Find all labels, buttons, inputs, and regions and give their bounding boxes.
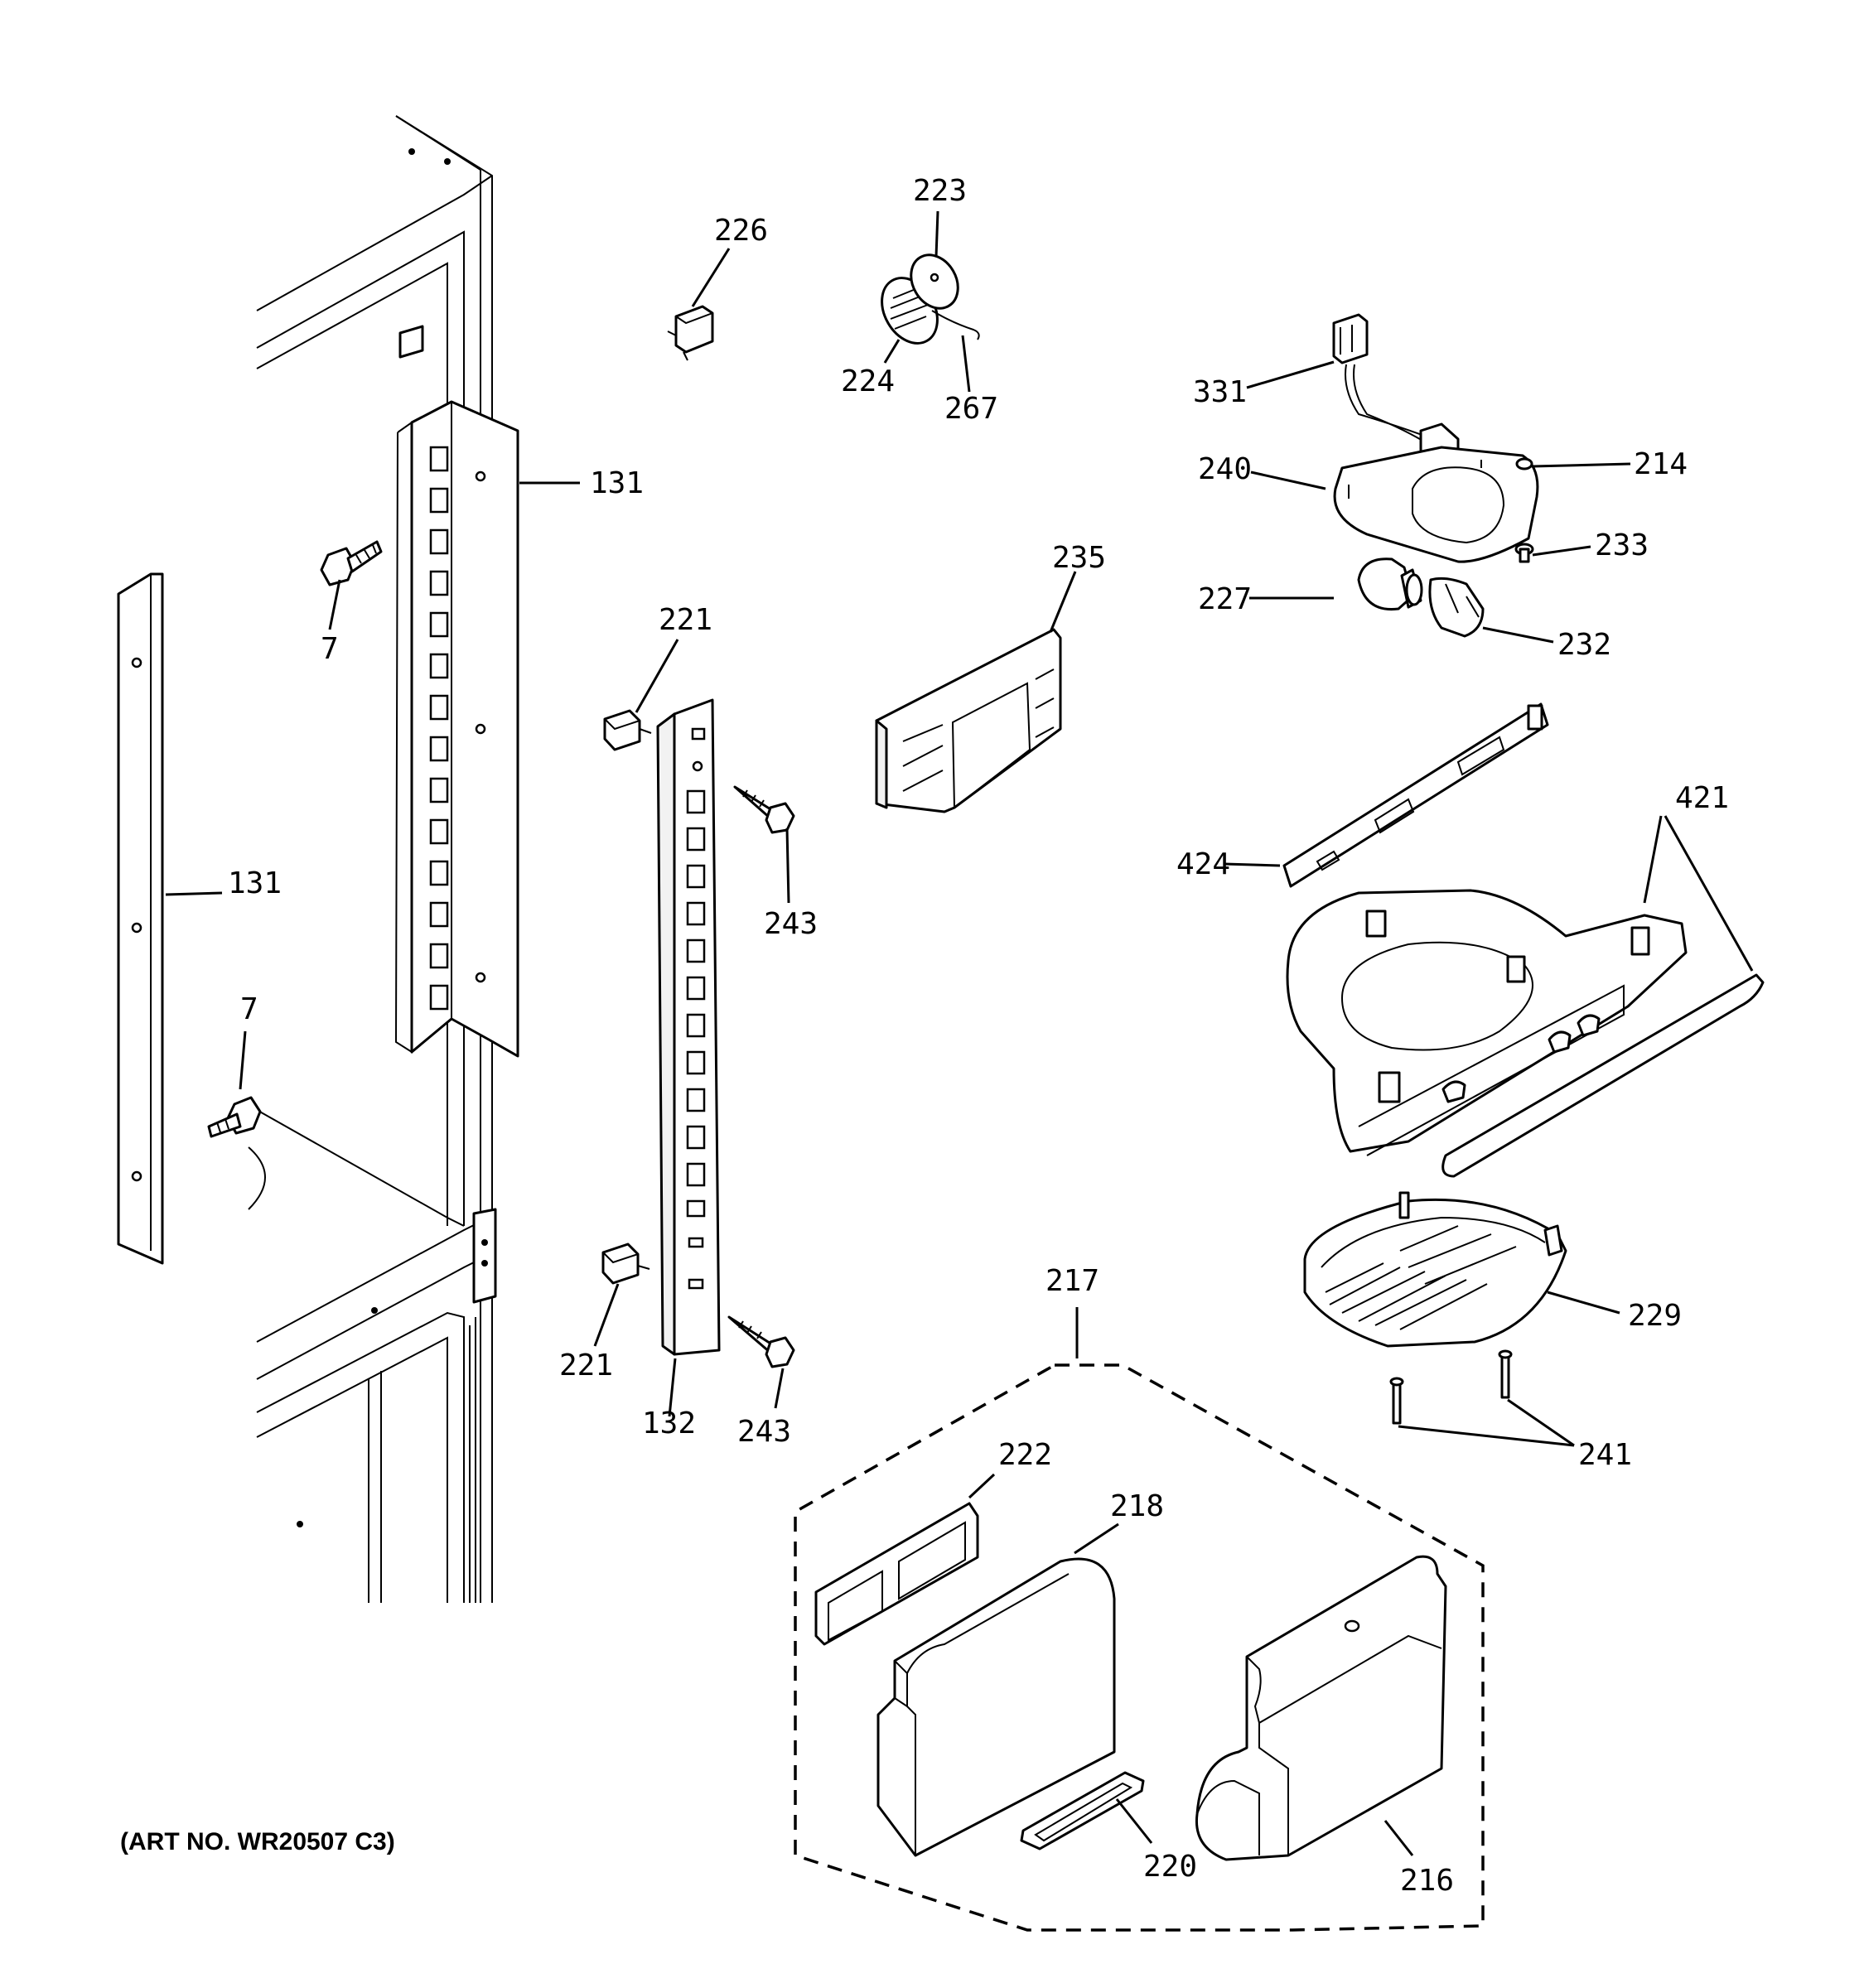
control-board-424[interactable] (1282, 702, 1549, 888)
label-132: 132 (642, 1407, 696, 1440)
label-131-upper: 131 (590, 466, 644, 500)
leader-lines (165, 210, 1754, 1856)
label-421: 421 (1675, 781, 1729, 815)
art-number: (ART NO. WR20507 C3) (120, 1828, 395, 1855)
label-7-upper: 7 (321, 632, 339, 666)
label-233: 233 (1595, 528, 1649, 562)
label-227: 227 (1198, 582, 1252, 616)
label-221-upper: 221 (659, 603, 712, 637)
rail-131-left[interactable] (117, 572, 164, 1265)
label-218: 218 (1110, 1489, 1164, 1523)
screw-7-lower[interactable] (207, 1096, 262, 1138)
bracket-223[interactable] (901, 247, 967, 317)
kit-217-outline (794, 1363, 1485, 1932)
rail-131-slots (429, 446, 449, 1011)
bulb-227[interactable] (1357, 557, 1423, 611)
light-cover-229[interactable] (1303, 1191, 1567, 1348)
cover-216[interactable] (1195, 1555, 1447, 1861)
screw-243-lower[interactable] (727, 1315, 795, 1368)
screw-7-upper[interactable] (320, 540, 383, 586)
label-267: 267 (944, 392, 998, 426)
label-243-upper: 243 (764, 907, 818, 941)
label-424: 424 (1176, 847, 1230, 881)
label-217: 217 (1045, 1264, 1099, 1298)
screw-243-upper[interactable] (733, 785, 795, 834)
socket-housing-240[interactable] (1333, 446, 1539, 563)
cover-218[interactable] (876, 1557, 1116, 1857)
label-7-lower: 7 (240, 992, 258, 1026)
label-216: 216 (1400, 1864, 1454, 1898)
wire-267 (931, 310, 980, 340)
label-240: 240 (1198, 452, 1252, 486)
clip-221-lower[interactable] (601, 1242, 650, 1285)
rail-132-slots (686, 789, 706, 1290)
label-235: 235 (1052, 541, 1106, 575)
nut-214[interactable] (1515, 457, 1533, 470)
screw-241-right[interactable] (1498, 1349, 1513, 1399)
gasket-222[interactable] (814, 1502, 979, 1646)
clip-221-upper[interactable] (603, 709, 652, 751)
light-lens-421[interactable] (1441, 973, 1765, 1178)
label-131-left: 131 (228, 866, 282, 900)
callout-labels: 131 131 7 7 226 223 224 267 331 240 214 … (228, 174, 1729, 1898)
switch-226[interactable] (667, 305, 714, 361)
socket-232[interactable] (1428, 577, 1485, 638)
light-housing-421[interactable] (1286, 889, 1688, 1156)
gasket-220[interactable] (1020, 1771, 1145, 1850)
label-241: 241 (1578, 1438, 1632, 1472)
label-224: 224 (841, 364, 895, 398)
label-221-lower: 221 (559, 1349, 613, 1382)
label-229: 229 (1628, 1299, 1682, 1333)
harness-331[interactable] (1332, 313, 1460, 470)
rail-131-upper[interactable] (394, 400, 519, 1058)
screw-241-left[interactable] (1389, 1377, 1404, 1425)
label-214: 214 (1634, 447, 1688, 481)
label-232: 232 (1557, 628, 1611, 662)
label-243-lower: 243 (737, 1415, 791, 1449)
label-331: 331 (1193, 375, 1247, 409)
rail-132[interactable] (656, 698, 721, 1356)
label-222: 222 (998, 1438, 1052, 1472)
label-223: 223 (913, 174, 967, 208)
screw-233[interactable] (1514, 543, 1534, 563)
label-220: 220 (1143, 1850, 1197, 1884)
label-226: 226 (714, 214, 768, 248)
light-shield-235[interactable] (875, 628, 1062, 813)
